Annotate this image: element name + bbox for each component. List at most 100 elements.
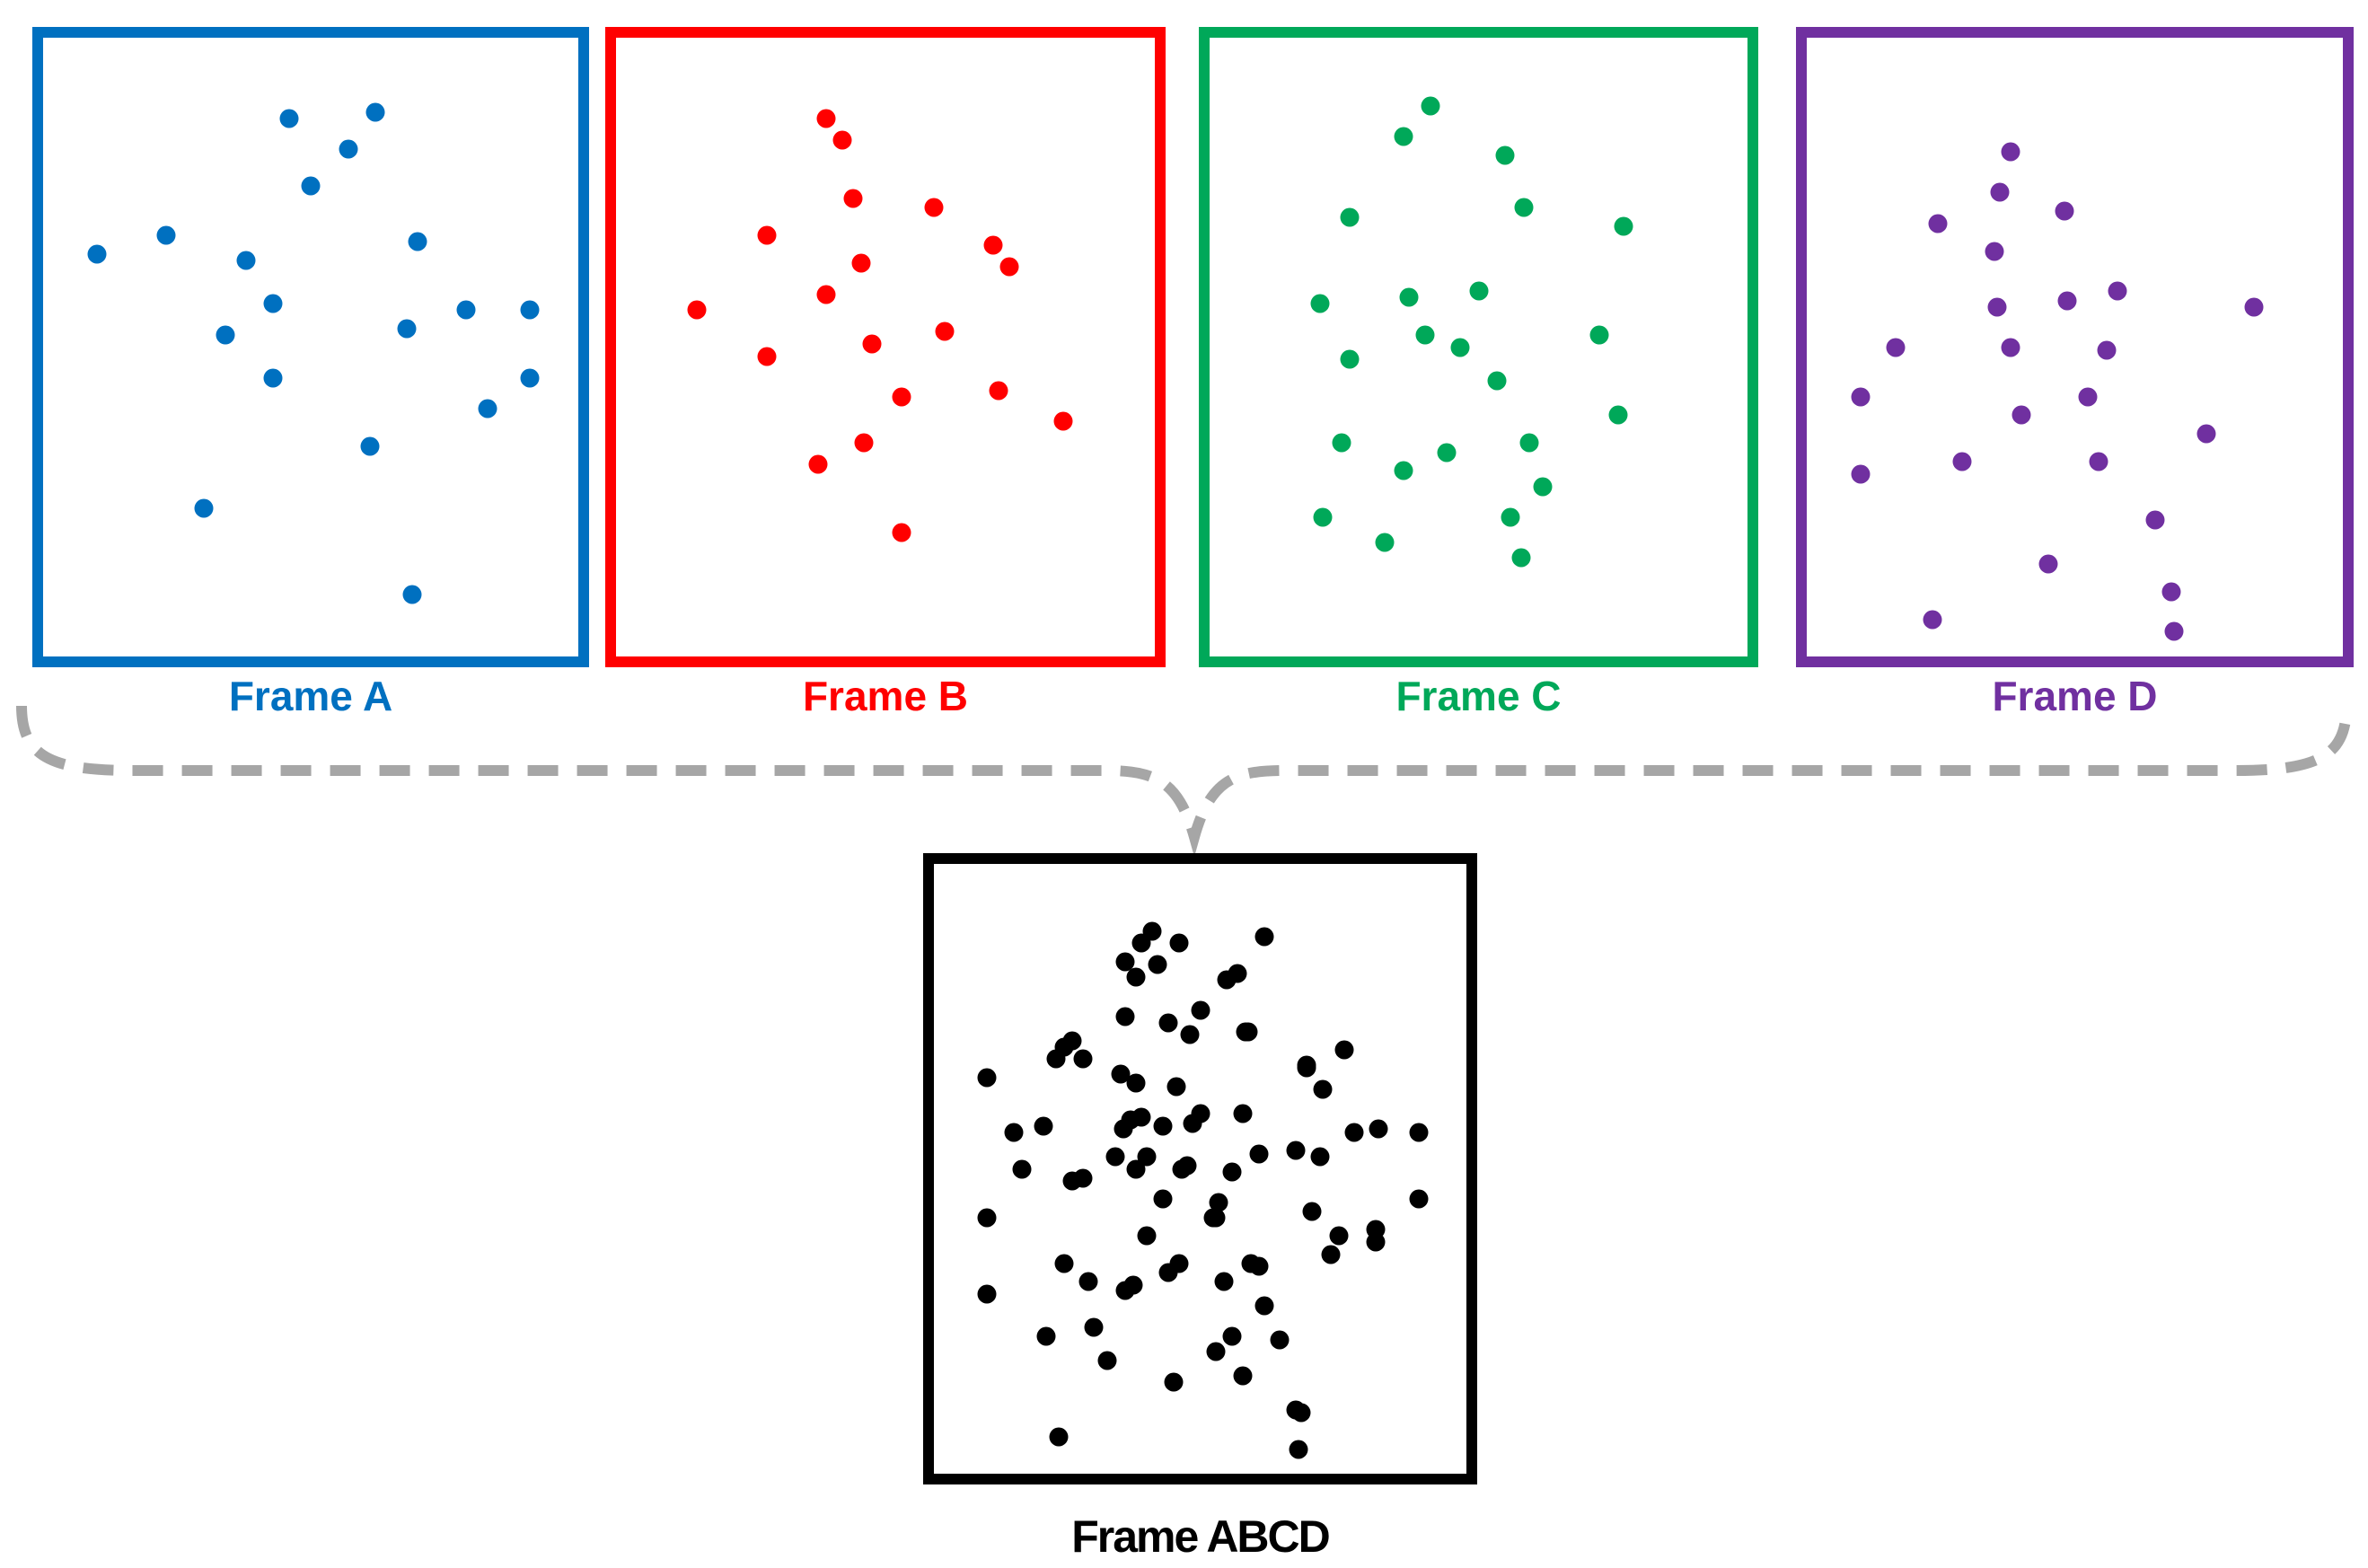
scatter-dot — [2097, 340, 2117, 360]
scatter-dot — [1289, 1440, 1308, 1459]
scatter-dot — [1495, 145, 1515, 165]
scatter-dot — [1241, 1254, 1261, 1273]
scatter-dot — [1203, 1208, 1223, 1228]
scatter-dot — [1302, 1202, 1322, 1221]
scatter-dot — [1214, 1272, 1234, 1291]
frame-abcd-label: Frame ABCD — [1071, 1511, 1331, 1562]
scatter-dot — [1004, 1123, 1024, 1142]
scatter-dot — [1421, 96, 1440, 116]
scatter-dot — [989, 381, 1008, 401]
scatter-dot — [1409, 1123, 1429, 1142]
scatter-dot — [808, 454, 828, 474]
scatter-dot — [999, 257, 1019, 277]
scatter-dot — [402, 585, 422, 604]
scatter-dot — [1952, 452, 1972, 471]
scatter-dot — [478, 399, 497, 418]
scatter-dot — [1297, 1058, 1316, 1078]
scatter-dot — [2108, 281, 2127, 301]
scatter-dot — [1375, 533, 1395, 552]
scatter-dot — [1394, 127, 1413, 146]
scatter-dot — [1183, 1114, 1202, 1133]
scatter-dot — [1105, 1147, 1125, 1167]
scatter-dot — [1329, 1226, 1349, 1246]
scatter-dot — [520, 368, 540, 388]
scatter-dot — [1321, 1245, 1341, 1264]
frame-abcd-box — [923, 853, 1477, 1484]
scatter-dot — [1923, 610, 1942, 630]
scatter-dot — [1222, 1326, 1242, 1346]
scatter-dot — [1053, 411, 1073, 431]
scatter-dot — [397, 319, 417, 339]
scatter-dot — [1340, 207, 1360, 227]
frame-d-box — [1796, 27, 2354, 667]
scatter-dot — [2244, 297, 2264, 317]
scatter-dot — [1254, 927, 1274, 947]
scatter-dot — [2089, 452, 2108, 471]
scatter-dot — [1166, 1077, 1186, 1097]
scatter-dot — [1142, 921, 1162, 941]
scatter-dot — [1115, 1007, 1135, 1026]
scatter-dot — [1233, 1366, 1253, 1386]
scatter-dot — [1153, 1189, 1173, 1209]
scatter-dot — [1036, 1326, 1056, 1346]
scatter-dot — [360, 436, 380, 456]
scatter-dot — [892, 387, 911, 407]
scatter-dot — [1114, 1119, 1132, 1139]
scatter-dot — [1126, 967, 1146, 987]
scatter-dot — [1589, 325, 1609, 345]
scatter-dot — [1928, 214, 1948, 233]
scatter-dot — [1344, 1123, 1364, 1142]
scatter-dot — [862, 334, 882, 354]
scatter-dot — [1097, 1351, 1117, 1370]
scatter-dot — [1519, 433, 1539, 453]
scatter-dot — [1313, 507, 1333, 527]
scatter-dot — [1115, 1281, 1135, 1300]
scatter-dot — [935, 322, 955, 341]
scatter-dot — [1191, 1000, 1210, 1020]
scatter-dot — [843, 189, 863, 208]
scatter-dot — [1987, 297, 2007, 317]
scatter-dot — [1340, 349, 1360, 369]
scatter-dot — [1158, 1263, 1178, 1282]
scatter-dot — [1469, 281, 1488, 301]
scatter-dot — [1148, 955, 1167, 974]
scatter-dot — [1115, 952, 1135, 972]
scatter-dot — [1078, 1272, 1098, 1291]
scatter-dot — [2161, 582, 2181, 602]
scatter-dot — [1153, 1116, 1173, 1136]
scatter-dot — [301, 176, 321, 196]
scatter-dot — [687, 300, 707, 320]
scatter-dot — [1249, 1144, 1269, 1164]
scatter-dot — [757, 347, 777, 366]
scatter-dot — [263, 368, 283, 388]
scatter-dot — [1164, 1372, 1184, 1392]
scatter-dot — [1217, 970, 1237, 990]
frame-d-label: Frame D — [1992, 673, 2158, 719]
scatter-dot — [408, 232, 427, 251]
frame-a-box — [32, 27, 589, 667]
scatter-dot — [2001, 142, 2020, 162]
scatter-dot — [983, 235, 1003, 255]
scatter-dot — [1886, 338, 1905, 357]
scatter-dot — [456, 300, 476, 320]
scatter-dot — [1206, 1342, 1226, 1361]
scatter-dot — [1851, 387, 1871, 407]
frame-a-label: Frame A — [228, 673, 393, 719]
scatter-dot — [1062, 1171, 1082, 1191]
scatter-dot — [757, 225, 777, 245]
scatter-dot — [1332, 433, 1351, 453]
scatter-dot — [1137, 1226, 1157, 1246]
scatter-dot — [1049, 1427, 1069, 1447]
scatter-dot — [1369, 1119, 1388, 1139]
scatter-dot — [1054, 1254, 1074, 1273]
frame-c-box — [1199, 27, 1758, 667]
frame-b-label: Frame B — [802, 673, 969, 719]
frame-b-box — [605, 27, 1166, 667]
scatter-dot — [1437, 443, 1457, 462]
scatter-dot — [1514, 198, 1534, 217]
scatter-dot — [1313, 1079, 1333, 1099]
scatter-dot — [2038, 554, 2058, 574]
scatter-dot — [2055, 201, 2074, 221]
scatter-dot — [194, 498, 214, 518]
